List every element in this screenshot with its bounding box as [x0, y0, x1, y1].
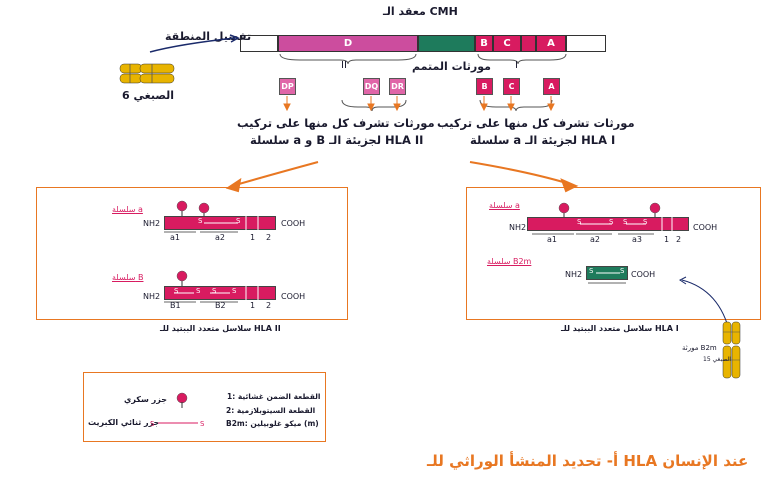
i-alpha-s3: S [623, 218, 628, 226]
i-cooh-b: COOH [631, 270, 656, 279]
desc-right-line1: مورثات تشرف كل منها على تركيب [437, 116, 635, 130]
ii-cooh-b: COOH [281, 292, 306, 301]
ii-nh2-a: NH2 [143, 219, 161, 228]
band-gap [521, 35, 536, 52]
class-i-label: I [515, 60, 518, 71]
legend-sugar-icon [176, 392, 188, 408]
svg-text:S: S [200, 420, 205, 428]
chrom15-label: الصبغي 15 [703, 356, 731, 363]
legend-item3: B2m: ميكو غلوبيلين (m) [226, 419, 319, 428]
legend-box [83, 372, 326, 442]
cmh-strip-right [566, 35, 606, 52]
chromosome-6-icon [119, 34, 240, 84]
ii-a1: a1 [170, 233, 180, 242]
i-caption: سلاسل متعدد الببتيد للـ HLA I [561, 324, 679, 333]
ii-alpha-s2: S [236, 217, 241, 225]
ii-alpha-marks [164, 200, 259, 233]
ii-b-one: 1 [250, 301, 256, 310]
i-one: 1 [664, 235, 670, 244]
gene-dp: DP [279, 78, 296, 95]
ii-alpha-label: سلسلة a [112, 205, 143, 214]
gene-c: C [503, 78, 520, 95]
hla-ii-panel [36, 187, 348, 320]
ii-beta-marks [164, 270, 259, 303]
band-complement [418, 35, 475, 52]
gene-dq: DQ [363, 78, 380, 95]
band-a: A [536, 35, 566, 52]
gene-dr: DR [389, 78, 406, 95]
i-a2: a2 [590, 235, 600, 244]
ii-b2: B2 [215, 301, 226, 310]
legend-item2: القطعة السيتوبلازمية :2 [226, 406, 316, 415]
i-alpha-s1: S [577, 218, 582, 226]
cmh-strip-left [240, 35, 278, 52]
i-alpha-s4: S [643, 218, 648, 226]
ii-caption: سلاسل متعدد الببتيد للـ HLA II [160, 324, 281, 333]
i-nh2-b: NH2 [565, 270, 583, 279]
ii-b-two: 2 [266, 301, 272, 310]
i-alpha-label: سلسلة a [489, 201, 520, 210]
i-cooh-a: COOH [693, 223, 718, 232]
ii-beta-label: سلسلة B [112, 273, 144, 282]
band-b: B [475, 35, 493, 52]
desc-left-line1: مورثات تشرف كل منها على تركيب [237, 116, 435, 130]
chromosome-6-label: الصبغي 6 [122, 89, 175, 102]
i-b2m-label: سلسلة B2m [487, 257, 532, 266]
ii-b1: B1 [170, 301, 181, 310]
gene-b: B [476, 78, 493, 95]
band-d: D [278, 35, 418, 52]
i-a1: a1 [547, 235, 557, 244]
desc-right-line2: سلسلة a لجزيئة الـ HLA I [470, 133, 616, 147]
i-b2m-s1: S [589, 267, 594, 275]
ii-beta-s3: S [212, 287, 217, 295]
band-a-label: A [547, 38, 555, 49]
legend-disulfide-icon: S S [150, 420, 205, 428]
hla-i-panel [466, 187, 761, 320]
class-ii-label: II [341, 60, 347, 71]
i-two: 2 [676, 235, 682, 244]
b2m-gene-label: مورثة B2m [682, 344, 717, 352]
ii-beta-s2: S [196, 287, 201, 295]
complement-label: مورثات المتمم [412, 60, 491, 73]
cmh-title: معقد الـ CMH [383, 5, 458, 18]
i-a3: a3 [632, 235, 642, 244]
i-alpha-s2: S [609, 218, 614, 226]
ii-a2: a2 [215, 233, 225, 242]
band-b-label: B [480, 38, 488, 49]
band-d-label: D [343, 38, 353, 49]
chromosome-15-icon [679, 276, 741, 379]
ii-a-one: 1 [250, 233, 256, 242]
ii-beta-s4: S [232, 287, 237, 295]
band-c: C [493, 35, 521, 52]
i-nh2-a: NH2 [509, 223, 527, 232]
ii-cooh-a: COOH [281, 219, 306, 228]
legend-disulfide: جزر ثنائي الكبريت [88, 418, 160, 427]
desc-left-line2: سلسلة a و B لجزيئة الـ HLA II [250, 133, 424, 147]
footer-title: أ- تحديد المنشأ الوراثي للـ HLA عند الإن… [427, 452, 749, 470]
legend-sugar: جزر سكري [124, 395, 167, 404]
ii-a-two: 2 [266, 233, 272, 242]
i-b2m-s2: S [620, 267, 625, 275]
band-c-label: C [503, 38, 511, 49]
legend-item1: القطعة الضمن غشائية :1 [227, 392, 321, 401]
svg-text:S: S [150, 420, 155, 428]
gene-a: A [543, 78, 560, 95]
i-b2m-marks [588, 272, 626, 284]
ii-nh2-b: NH2 [143, 292, 161, 301]
ii-alpha-s1: S [198, 217, 203, 225]
region-detail-label: تفصيل المنطقة [165, 30, 252, 43]
i-alpha-marks [532, 202, 673, 235]
ii-beta-s1: S [174, 287, 179, 295]
